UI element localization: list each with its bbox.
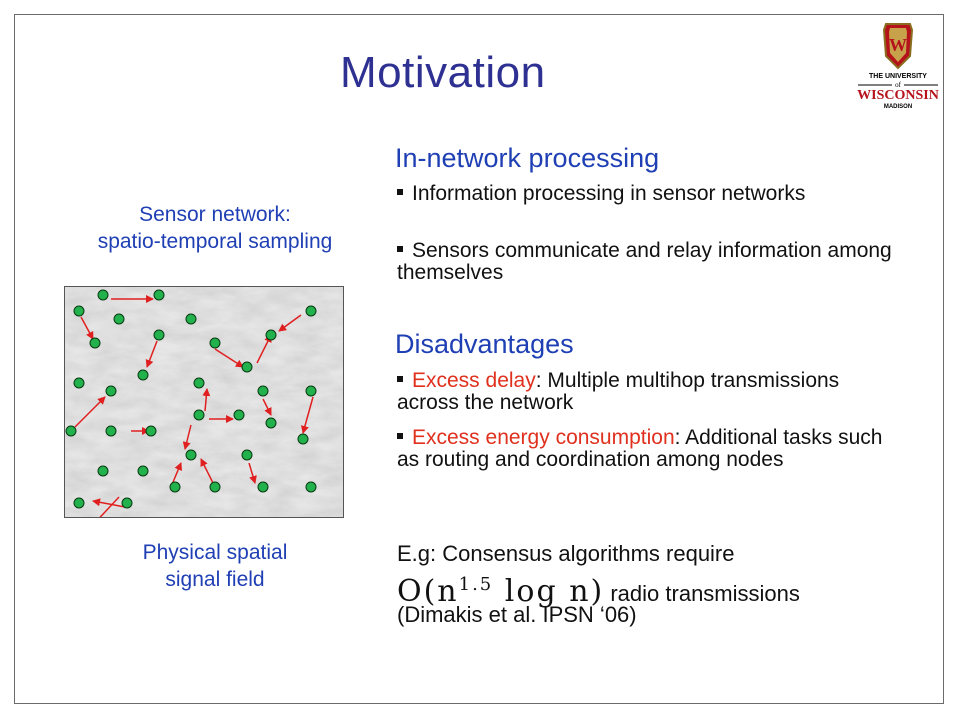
sensor-node [65,425,77,437]
sensor-node [257,385,269,397]
relay-arrow [248,462,257,484]
sensor-node [209,481,221,493]
sensor-node [73,377,85,389]
caption-line: signal field [165,568,265,591]
sensor-node [305,305,317,317]
formula-tail: log n) [493,574,605,609]
relay-arrow [80,316,94,340]
bullet-text: : Multiple multihop transmissions across… [397,369,840,414]
sensor-node [97,289,109,301]
sensor-node [89,337,101,349]
sensor-node [113,313,125,325]
sensor-node [169,481,181,493]
sensor-field-svg [65,287,343,517]
sensor-node [137,465,149,477]
example-math-line: O(n1.5 log n) radio transmissions [397,571,800,608]
example-line: E.g: Consensus algorithms require [397,541,735,566]
sensor-node [105,385,117,397]
sensor-node [305,481,317,493]
bullet-highlight: Excess energy consumption [412,426,675,449]
bullet-item: Sensors communicate and relay informatio… [397,240,897,284]
logo-of: of [895,81,902,89]
relay-arrow [92,498,126,508]
relay-arrow [145,340,158,368]
relay-arrow [74,396,106,428]
sensor-node [73,497,85,509]
sensor-node [193,377,205,389]
bullet-square-icon [397,376,403,383]
signal-field-caption: Physical spatial signal field [60,539,370,593]
relay-arrow [99,496,120,517]
formula-exponent: 1.5 [458,574,494,595]
bullet-item: Information processing in sensor network… [397,183,897,205]
complexity-formula: O(n1.5 log n) [397,574,604,609]
sensor-node [121,497,133,509]
signal-texture [65,287,343,517]
bullet-text: Information processing in sensor network… [412,182,806,205]
bullet-item: Excess delay: Multiple multihop transmis… [397,370,897,414]
caption-line: Sensor network: [139,203,291,226]
university-logo: W THE UNIVERSITY of WISCONSIN MADISON [852,20,944,110]
relay-arrow [214,348,244,368]
sensor-node [241,361,253,373]
slide-title: Motivation [340,48,546,97]
logo-line3: MADISON [884,104,912,110]
sensor-node [153,289,165,301]
sensor-node [305,385,317,397]
formula-base: O(n [397,574,459,609]
bullet-text: : Additional tasks such as routing and c… [397,426,883,471]
logo-line1: THE UNIVERSITY [869,73,927,80]
example-line-tail: radio transmissions [610,581,800,606]
relay-arrow [200,458,214,484]
sensor-node [209,337,221,349]
section-heading-in-network: In-network processing [395,143,660,173]
section-heading-disadvantages: Disadvantages [395,329,574,359]
example-citation: (Dimakis et al. IPSN ‘06) [397,602,637,627]
sensor-node [233,409,245,421]
sensor-node [241,449,253,461]
logo-line2: WISCONSIN [857,88,939,103]
bullet-item: Excess energy consumption: Additional ta… [397,427,897,471]
caption-line: Physical spatial [142,541,288,564]
sensor-node [97,465,109,477]
sensor-node [105,425,117,437]
bullet-square-icon [397,246,403,253]
sensor-node [153,329,165,341]
bullet-highlight: Excess delay [412,369,536,392]
relay-arrow [301,396,314,434]
sensor-node [297,433,309,445]
bullet-square-icon [397,189,403,196]
bullet-square-icon [397,433,403,440]
sensor-field-diagram [64,286,344,518]
sensor-node [185,313,197,325]
slide-frame [14,14,944,704]
crest-letter: W [889,35,907,55]
relay-arrow [202,388,211,412]
sensor-node [145,425,157,437]
sensor-node [137,369,149,381]
relay-arrow [182,424,192,450]
sensor-node [185,449,197,461]
caption-line: spatio-temporal sampling [97,230,333,253]
sensor-node [73,305,85,317]
sensor-network-caption: Sensor network: spatio-temporal sampling [60,201,370,255]
crest-icon: W [882,23,914,70]
relay-arrow [262,398,272,416]
sensor-node [265,329,277,341]
sensor-node [257,481,269,493]
sensor-node [265,417,277,429]
sensor-node [193,409,205,421]
relay-arrow [278,314,302,332]
bullet-text: Sensors communicate and relay informatio… [397,239,892,284]
